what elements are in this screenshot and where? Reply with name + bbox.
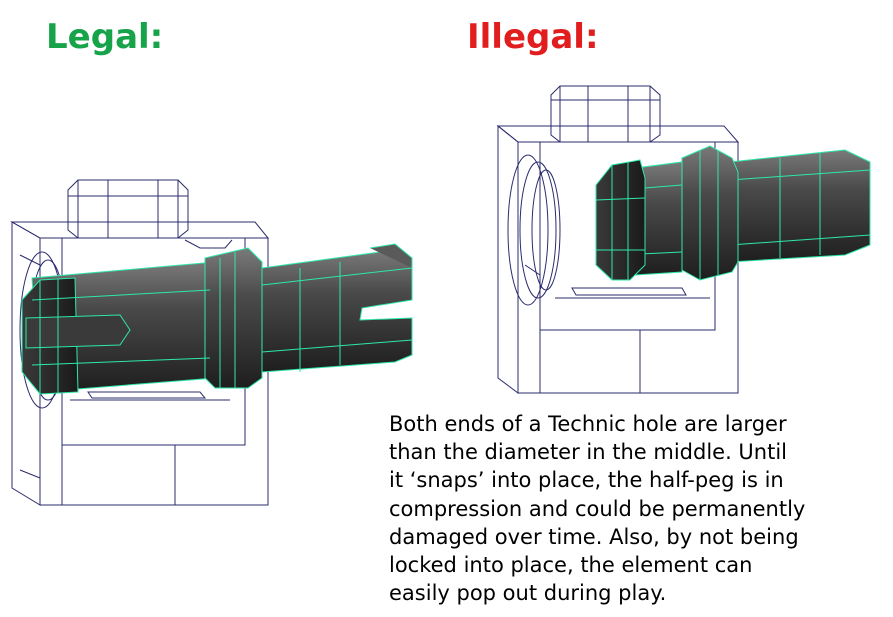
explanation-line: damaged over time. Also, by not being: [389, 524, 799, 549]
explanation-line: than the diameter in the middle. Until: [389, 440, 788, 465]
explanation-line: easily pop out during play.: [389, 581, 667, 606]
explanation-line: compression and could be permanently: [389, 496, 806, 521]
legal-half-peg: [21, 243, 413, 395]
legal-heading: Legal:: [46, 17, 164, 57]
explanation-text: Both ends of a Technic hole are larger t…: [389, 410, 884, 607]
explanation-line: it ‘snaps’ into place, the half-peg is i…: [389, 468, 784, 493]
illegal-brick-wireframe: [496, 85, 740, 394]
illegal-half-peg: [595, 145, 871, 281]
explanation-line: Both ends of a Technic hole are larger: [389, 412, 787, 436]
illegal-heading: Illegal:: [467, 17, 599, 57]
explanation-line: locked into place, the element can: [389, 553, 753, 578]
